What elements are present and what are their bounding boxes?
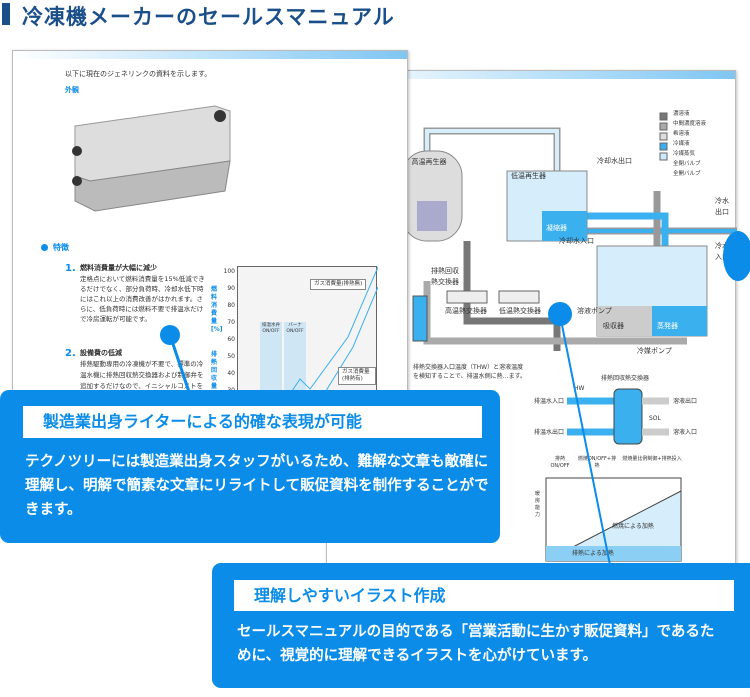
bullet-icon bbox=[41, 244, 48, 251]
refrigeration-cycle-diagram bbox=[401, 112, 737, 562]
legend-no-exhaust: ガス消費量(排熱無) bbox=[310, 279, 367, 290]
callout-2-anchor bbox=[548, 302, 572, 326]
features-heading: 特徴 bbox=[53, 243, 69, 252]
explanation-text: 排熱交換器入口温度（THW）と溶液温度を検知することで、排温水側に熱…ます。 bbox=[413, 364, 526, 380]
label-heat-rec: 排熱回収熱交換器 bbox=[431, 267, 459, 286]
label-chw-out: 冷水出口 bbox=[715, 197, 729, 216]
callout-writer: 製造業出身ライターによる的確な表現が可能 テクノツリーには製造業出身スタッフがい… bbox=[0, 390, 500, 543]
graph-header-3: 燃焼量比例制御+排熱投入 bbox=[622, 456, 682, 462]
page-nav-tab bbox=[723, 231, 750, 281]
label-sol-in: 溶液入口 bbox=[673, 429, 698, 436]
feature-2-number: 2. bbox=[65, 348, 76, 359]
legend-with-exhaust: ガス消費量(排熱有) bbox=[338, 367, 376, 385]
label-cond: 凝縮器 bbox=[546, 224, 567, 232]
band-burner-label: バーナON/OFF bbox=[286, 323, 304, 334]
callout-1-anchor bbox=[160, 325, 180, 345]
graph-area-exhaust: 排熱による加熱 bbox=[572, 550, 614, 557]
label-hw-in: 排温水入口 bbox=[534, 398, 565, 405]
label-hw: HW bbox=[574, 385, 585, 392]
graph-header-2: 燃焼ON/OFF+排熱 bbox=[577, 456, 617, 469]
valve-title: 排熱回収熱交換器 bbox=[601, 375, 650, 382]
feature-2-title: 設備費の低減 bbox=[80, 349, 122, 357]
callout-1-body: テクノツリーには製造業出身スタッフがいるため、難解な文章も敵確に理解し、明解で簡… bbox=[25, 454, 489, 518]
feature-1-number: 1. bbox=[65, 263, 76, 274]
label-hx-low: 低温熱交換器 bbox=[499, 307, 541, 315]
graph-header-1: 排熱ON/OFF bbox=[550, 456, 570, 469]
feature-1-body: 定格点において燃料消費量を15%低減できるだけでなく、部分負荷時、冷却水低下時に… bbox=[80, 275, 205, 323]
label-hx-high: 高温熱交換器 bbox=[445, 307, 487, 315]
callout-2-heading: 理解しやすいイラスト作成 bbox=[234, 580, 734, 611]
feature-1-title: 燃料消費量が大幅に減少 bbox=[80, 264, 157, 272]
y-label-fuel: 燃料消費量[%] bbox=[211, 286, 223, 333]
label-sol-pump: 溶液ポンプ bbox=[577, 307, 612, 315]
label-evap: 蒸発器 bbox=[657, 322, 678, 330]
label-hw-out: 排温水出口 bbox=[534, 429, 565, 436]
band-valve-label: 排温水弁ON/OFF bbox=[262, 323, 280, 334]
graph-ylabel: 暖房能力 bbox=[535, 491, 541, 518]
label-hgen: 高温再生器 bbox=[411, 158, 447, 166]
label-chw-in: 冷水入口 bbox=[715, 242, 729, 261]
callout-illustration: 理解しやすいイラスト作成 セールスマニュアルの目的である「営業活動に生かす販促資… bbox=[212, 563, 750, 688]
callout-2-body: セールスマニュアルの目的である「営業活動に生かす販促資料」であるために、視覚的に… bbox=[237, 624, 715, 664]
label-ref-pump: 冷媒ポンプ bbox=[637, 347, 672, 355]
label-abs: 吸収器 bbox=[603, 322, 624, 330]
label-cw-out: 冷却水出口 bbox=[597, 157, 632, 165]
graph-area-combustion: 燃焼による加熱 bbox=[612, 523, 654, 530]
callout-1-heading: 製造業出身ライターによる的確な表現が可能 bbox=[23, 406, 482, 438]
page-title: 冷凍機メーカーのセールスマニュアル bbox=[22, 5, 395, 29]
fuel-chart: 排温水弁ON/OFF バーナON/OFF ガス消費量(排熱無) ガス消費量(排熱… bbox=[237, 266, 378, 412]
left-page-preview: 以下に現在のジェネリンクの資料を示します。 外観 特徴 1. 燃料消費量が大幅に… bbox=[12, 50, 408, 412]
label-cw-in: 冷却水入口 bbox=[559, 237, 594, 245]
diagram-legend: 濃溶液中間濃度溶液希溶液冷媒液冷媒蒸気全閉バルブ全開バルブ bbox=[673, 111, 707, 177]
title-marker bbox=[2, 3, 10, 25]
label-lgen: 低温再生器 bbox=[511, 172, 546, 180]
chiller-photo bbox=[72, 105, 231, 212]
appearance-heading: 外観 bbox=[65, 86, 79, 94]
band-valve bbox=[260, 322, 282, 412]
intro-text: 以下に現在のジェネリンクの資料を示します。 bbox=[65, 70, 212, 78]
label-sol-out: 溶液出口 bbox=[673, 398, 698, 405]
label-sol: SOL bbox=[649, 415, 661, 422]
band-burner bbox=[284, 322, 306, 412]
